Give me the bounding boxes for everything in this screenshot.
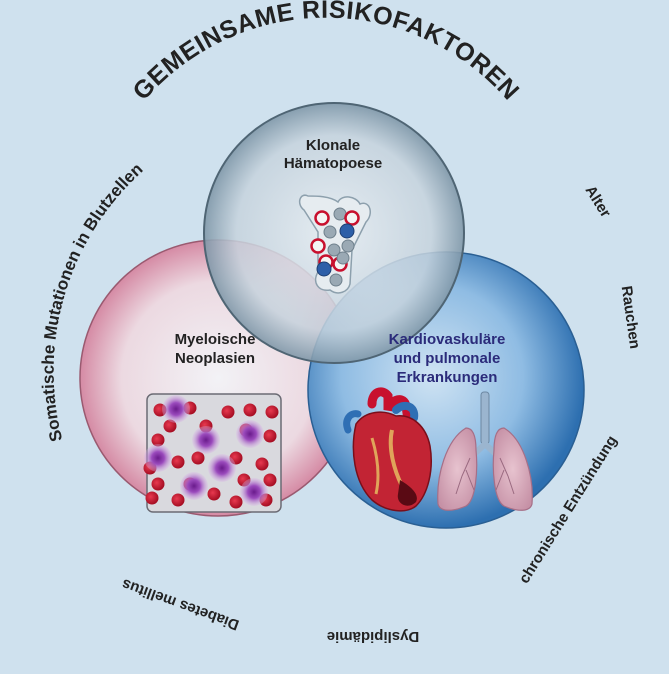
- risk-rauchen: Rauchen: [618, 285, 644, 350]
- bone-marrow-icon: [298, 194, 371, 294]
- marrow-cell-red: [344, 210, 360, 226]
- marrow-cell-grey: [336, 251, 350, 265]
- blast-cell: [208, 454, 236, 482]
- blast-cell: [192, 426, 220, 454]
- marrow-cell-grey: [341, 239, 355, 253]
- red-blood-cell: [151, 477, 165, 491]
- blast-cell: [240, 478, 268, 506]
- left-circle-label-2: Neoplasien: [175, 350, 255, 367]
- red-blood-cell: [163, 419, 177, 433]
- top-circle-label-2: Hämatopoese: [284, 155, 382, 172]
- red-blood-cell: [263, 429, 277, 443]
- red-blood-cell: [191, 451, 205, 465]
- lungs-icon: [437, 391, 533, 511]
- blast-cell: [162, 395, 190, 423]
- blast-cell: [236, 420, 264, 448]
- red-blood-cell: [265, 405, 279, 419]
- marrow-cell-red: [314, 210, 330, 226]
- left-circle-label-1: Myeloische: [175, 331, 256, 348]
- red-blood-cell: [171, 455, 185, 469]
- marrow-cell-red: [310, 238, 326, 254]
- marrow-cell-grey: [323, 225, 337, 239]
- right-circle-label-3: Erkrankungen: [397, 369, 498, 386]
- marrow-cell-grey: [327, 243, 341, 257]
- blast-cell: [144, 444, 172, 472]
- title: GEMEINSAME RISIKOFAKTOREN: [127, 0, 524, 106]
- marrow-cell-blue: [339, 223, 355, 239]
- blast-cell: [180, 472, 208, 500]
- risk-alter: Alter: [582, 183, 615, 221]
- red-blood-cell: [255, 457, 269, 471]
- heart-icon: [343, 387, 432, 512]
- red-blood-cell: [207, 487, 221, 501]
- red-blood-cell: [243, 403, 257, 417]
- marrow-cell-blue: [316, 261, 332, 277]
- right-circle-label-2: und pulmonale: [394, 350, 501, 367]
- right-circle-label-1: Kardiovaskuläre: [389, 331, 506, 348]
- top-circle-label-1: Klonale: [306, 137, 360, 154]
- red-blood-cell: [151, 433, 165, 447]
- marrow-cell-grey: [329, 273, 343, 287]
- marrow-cell-grey: [333, 207, 347, 221]
- red-blood-cell: [263, 473, 277, 487]
- red-blood-cell: [145, 491, 159, 505]
- risk-diabetes: Diabetes mellitus: [120, 575, 242, 633]
- red-blood-cell: [221, 405, 235, 419]
- risk-dyslipidaemie: Dyslipidämie: [327, 628, 420, 645]
- red-blood-cell: [229, 495, 243, 509]
- red-blood-cell: [171, 493, 185, 507]
- blood-smear-icon: [143, 393, 282, 513]
